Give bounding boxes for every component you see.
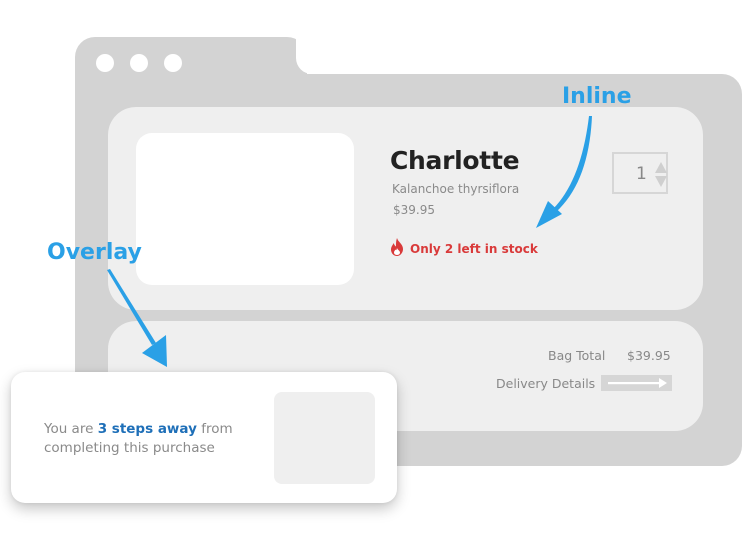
overlay-steps-highlight: 3 steps away [97, 421, 197, 437]
delivery-details-label: Delivery Details [496, 376, 596, 391]
window-tab-notch [296, 36, 336, 74]
overlay-annotation-label: Overlay [47, 240, 142, 265]
product-latin-name: Kalanchoe thyrsiflora [392, 182, 520, 196]
delivery-details-button[interactable] [601, 375, 672, 391]
fire-icon [390, 238, 404, 260]
overlay-message: You are 3 steps away from completing thi… [44, 420, 264, 458]
overlay-image-placeholder [274, 392, 375, 484]
quantity-value: 1 [636, 164, 647, 184]
product-image-placeholder [136, 133, 354, 285]
bag-total-label: Bag Total [548, 348, 606, 363]
inline-annotation-label: Inline [562, 84, 632, 109]
stock-warning: Only 2 left in stock [390, 238, 538, 260]
stepper-arrows-icon[interactable] [655, 162, 667, 188]
bag-total-value: $39.95 [627, 348, 671, 363]
window-dot-3 [164, 54, 182, 72]
product-price: $39.95 [393, 203, 435, 217]
overlay-progress-card: You are 3 steps away from completing thi… [11, 372, 397, 503]
stock-message: Only 2 left in stock [410, 242, 538, 256]
product-name: Charlotte [390, 146, 520, 175]
overlay-text-after: from completing this purchase [44, 421, 233, 456]
overlay-text-before: You are [44, 421, 98, 437]
window-dot-1 [96, 54, 114, 72]
arrow-right-icon [608, 378, 667, 388]
quantity-stepper[interactable]: 1 [612, 152, 668, 194]
window-dot-2 [130, 54, 148, 72]
